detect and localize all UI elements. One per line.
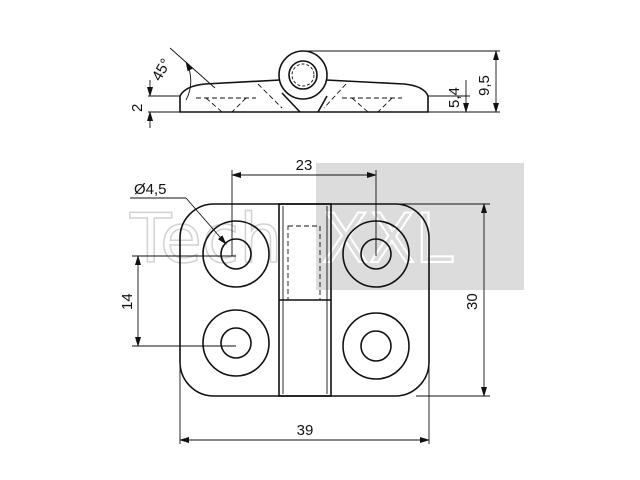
side-hidden-slot	[257, 83, 347, 109]
dia-leader	[185, 197, 227, 245]
height-inner-label: 5,4	[446, 87, 463, 108]
angle-arc	[185, 61, 193, 101]
side-hidden-hole-right	[342, 97, 402, 113]
hole-top-left	[202, 220, 270, 288]
side-knuckle-inner	[288, 60, 318, 90]
hole-bottom-right	[342, 312, 410, 380]
knuckle-hidden-slot	[287, 225, 321, 301]
angle-label: 45°	[149, 56, 175, 84]
side-gap-line	[317, 95, 328, 113]
hole-spacing-x-label: 23	[296, 157, 313, 174]
side-hidden-hole-left	[196, 97, 256, 113]
height-total-label: 9,5	[476, 75, 493, 96]
watermark-box	[316, 163, 524, 290]
top-view: 23 Ø4,5 14 30 39	[119, 157, 490, 444]
hole-spacing-y-label: 14	[119, 293, 136, 310]
hole-diameter-label: Ø4,5	[134, 181, 167, 198]
side-view: 45° 2 5,4 9,5	[129, 47, 500, 128]
side-right-leaf	[318, 79, 429, 113]
watermark-xxl-text: XXL	[322, 200, 453, 279]
watermark: Tech XXL	[128, 163, 524, 290]
angle-ext-line	[169, 47, 216, 89]
side-knuckle-outer	[278, 50, 328, 100]
thickness-label: 2	[129, 104, 146, 112]
hole-bottom-left	[202, 309, 270, 377]
side-left-leaf	[179, 79, 318, 113]
side-knuckle-pin	[291, 63, 315, 87]
height-label: 30	[464, 293, 481, 310]
side-gap-line-2	[281, 92, 301, 113]
width-label: 39	[297, 422, 314, 439]
